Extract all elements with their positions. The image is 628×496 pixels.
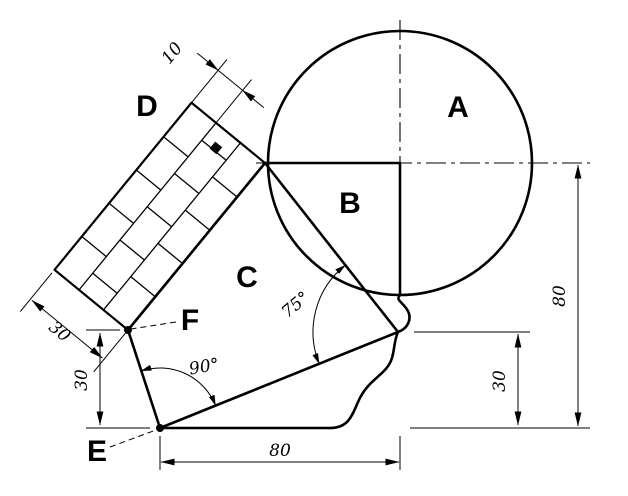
label-e: E (87, 435, 107, 468)
angle-90-arc (140, 364, 217, 407)
brick-joint (108, 202, 134, 224)
label-c: C (236, 261, 258, 294)
brick-band: 10 30 (19, 39, 267, 373)
point-e-dot (156, 424, 164, 432)
angle-90-label: 90° (188, 355, 221, 380)
edge-e-to-f (126, 328, 162, 430)
dim-30-band-dimension-line (31, 300, 103, 359)
dim-80-right-label: 80 (550, 285, 570, 307)
dim-30-band-label: 30 (45, 317, 75, 346)
dim-80-bottom-label: 80 (269, 441, 291, 461)
dim-10-extension-line-2 (215, 79, 252, 124)
neck-notch (396, 293, 411, 334)
dim-30-right-label: 30 (490, 370, 510, 392)
brick-joint (163, 136, 189, 158)
edge-r-to-e (158, 330, 400, 430)
angle-75-label: 75° (278, 288, 314, 323)
brick-joint (130, 276, 156, 298)
point-f-dot (124, 326, 132, 334)
reference-point-marker (209, 141, 223, 155)
angle-75-arc (312, 264, 346, 365)
dim-30-left-label: 30 (72, 369, 92, 391)
edge-t-to-r (263, 161, 400, 334)
leader-f (130, 321, 177, 330)
label-f: F (181, 304, 199, 337)
dim-10-dimension-line-b (242, 89, 265, 109)
brick-joint (135, 169, 162, 191)
brick-joint (146, 206, 173, 228)
dim-30-band-extension-line-2 (19, 272, 53, 312)
brick-joint (184, 209, 211, 231)
label-d: D (136, 90, 158, 123)
dim-10-dimension-line-c (217, 69, 243, 91)
ogee-profile (328, 330, 400, 430)
dim-10-extension-line-1 (191, 59, 228, 104)
leader-e (109, 429, 157, 448)
brick-joint (92, 272, 118, 294)
brick-band-outline (53, 101, 267, 332)
brick-joint (174, 172, 200, 195)
brick-joint (119, 239, 145, 261)
dim-30-band-extension-line-1 (93, 332, 126, 373)
brick-joint (81, 236, 107, 258)
label-a: A (447, 91, 469, 124)
brick-joint (157, 242, 183, 264)
label-b: B (339, 187, 361, 220)
dim-10-dimension-line-a (196, 52, 219, 71)
brick-course-line-1 (102, 142, 241, 311)
dim-10-label: 10 (158, 39, 187, 69)
brick-joint (212, 176, 238, 198)
